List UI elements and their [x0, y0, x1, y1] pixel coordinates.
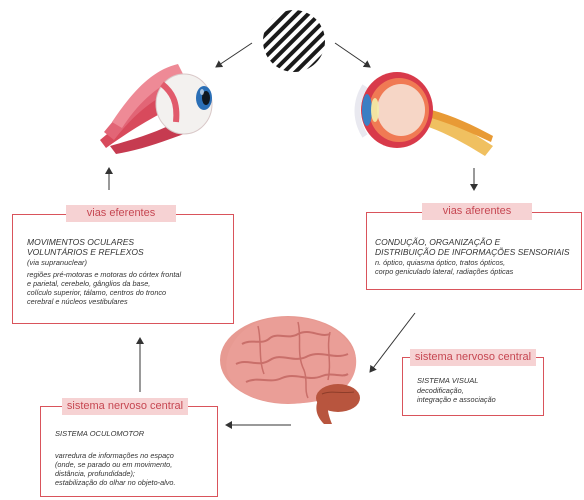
striped-disc-icon — [261, 8, 327, 74]
eye-cross-section-icon — [355, 66, 495, 156]
snc-oculomotor-line: (onde, se parado ou em movimento, — [55, 460, 172, 469]
eferentes-note: (via supranuclear) — [27, 258, 87, 267]
eye-with-muscles-icon — [92, 62, 222, 152]
aferentes-line: n. óptico, quiasma óptico, tratos óptico… — [375, 258, 505, 267]
eferentes-line: regiões pré-motoras e motoras do córtex … — [27, 270, 181, 279]
eferentes-heading-1: MOVIMENTOS OCULARES — [27, 237, 134, 247]
vias-eferentes-box: MOVIMENTOS OCULARES VOLUNTÁRIOS E REFLEX… — [12, 214, 234, 324]
snc-oculomotor-label: sistema nervoso central — [62, 398, 188, 415]
eferentes-line: colículo superior, tálamo, centros do tr… — [27, 288, 166, 297]
aferentes-heading-1: CONDUÇÃO, ORGANIZAÇÃO E — [375, 237, 500, 247]
snc-visual-label: sistema nervoso central — [410, 349, 536, 366]
snc-visual-line: integração e associação — [417, 395, 496, 404]
snc-oculomotor-line: distância, profundidade); — [55, 469, 135, 478]
eferentes-heading-2: VOLUNTÁRIOS E REFLEXOS — [27, 247, 144, 257]
vias-eferentes-label: vias eferentes — [66, 205, 176, 222]
eferentes-line: e parietal, cerebelo, gânglios da base, — [27, 279, 150, 288]
snc-oculomotor-heading: SISTEMA OCULOMOTOR — [55, 429, 144, 438]
arrow-stimulus-to-right-eye — [335, 43, 370, 67]
vias-aferentes-box: CONDUÇÃO, ORGANIZAÇÃO E DISTRIBUIÇÃO DE … — [366, 212, 582, 290]
brain-icon — [218, 314, 368, 426]
vias-aferentes-label: vias aferentes — [422, 203, 532, 220]
aferentes-heading-2: DISTRIBUIÇÃO DE INFORMAÇÕES SENSORIAIS — [375, 247, 570, 257]
snc-oculomotor-box: SISTEMA OCULOMOTOR varredura de informaç… — [40, 406, 218, 497]
snc-oculomotor-line: varredura de informações no espaço — [55, 451, 174, 460]
aferentes-line: corpo geniculado lateral, radiações ópti… — [375, 267, 513, 276]
snc-visual-heading: SISTEMA VISUAL — [417, 376, 478, 385]
eferentes-line: cerebral e núcleos vestibulares — [27, 297, 128, 306]
snc-visual-line: decodificação, — [417, 386, 464, 395]
snc-oculomotor-line: estabilização do olhar no objeto-alvo. — [55, 478, 175, 487]
